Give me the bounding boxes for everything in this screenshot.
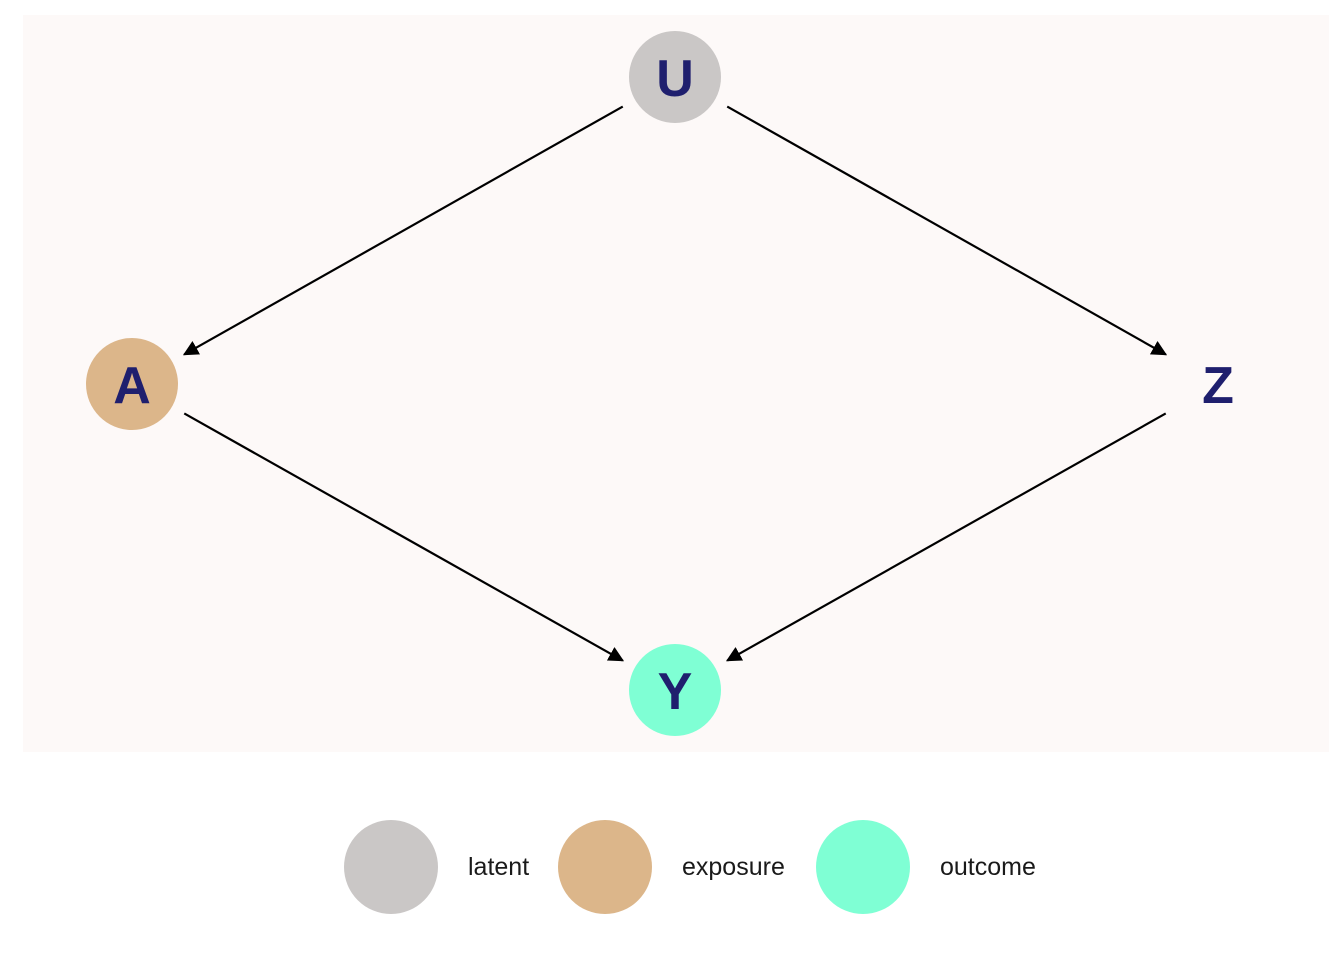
legend-item-latent: latent	[344, 820, 529, 914]
legend-item-exposure: exposure	[558, 820, 785, 914]
nodes-layer: U A Z Y	[86, 31, 1234, 736]
legend-label-latent: latent	[468, 852, 530, 881]
legend-swatch-latent	[344, 820, 438, 914]
edge-u-to-z	[726, 105, 1168, 356]
edge-z-to-y	[725, 412, 1167, 662]
node-a-label: A	[113, 357, 151, 415]
node-u: U	[629, 31, 721, 123]
legend-swatch-outcome	[816, 820, 910, 914]
node-y-label: Y	[658, 663, 693, 721]
node-a: A	[86, 338, 178, 430]
node-y-circle	[629, 644, 721, 736]
legend-swatch-exposure	[558, 820, 652, 914]
node-a-circle	[86, 338, 178, 430]
edge-a-to-y	[183, 412, 625, 662]
edge-u-to-a	[182, 105, 624, 356]
legend-item-outcome: outcome	[816, 820, 1036, 914]
node-z-label: Z	[1202, 357, 1234, 415]
node-u-label: U	[656, 50, 694, 108]
node-z: Z	[1202, 357, 1234, 415]
legend-label-outcome: outcome	[940, 852, 1036, 881]
plot-panel	[23, 15, 1329, 752]
edges-layer	[182, 105, 1168, 662]
node-u-circle	[629, 31, 721, 123]
node-y: Y	[629, 644, 721, 736]
legend: latent exposure outcome	[0, 820, 1344, 916]
legend-label-exposure: exposure	[682, 852, 785, 881]
